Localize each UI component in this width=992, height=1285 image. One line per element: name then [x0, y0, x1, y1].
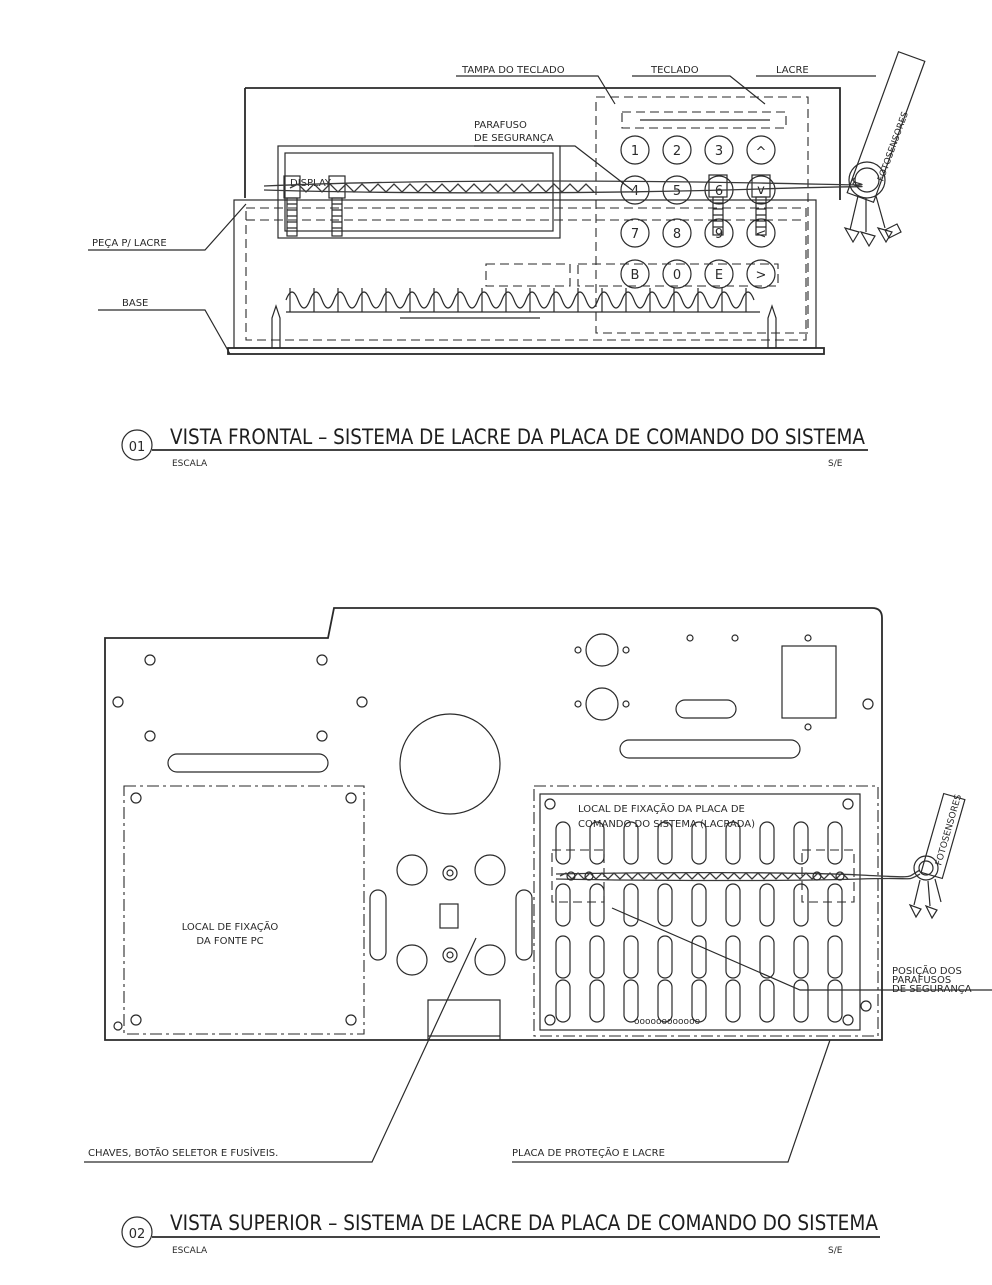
slot: [675, 699, 737, 719]
top-view: LOCAL DE FIXAÇÃO DA FONTE PC: [84, 607, 992, 1256]
label-placa-1: LOCAL DE FIXAÇÃO DA PLACA DE: [578, 802, 745, 815]
label-placa-protecao: PLACA DE PROTEÇÃO E LACRE: [512, 1146, 665, 1159]
psu-area: [123, 785, 365, 1035]
key-right: >: [756, 268, 767, 283]
key-7: 7: [631, 227, 639, 242]
key-3: 3: [715, 144, 723, 159]
connector-holes: [574, 633, 630, 721]
key-1: 1: [631, 144, 639, 159]
connector-slot: [577, 263, 779, 287]
view1-scale-value: S/E: [828, 459, 843, 469]
plate-outline: [104, 607, 883, 1041]
view1-callouts: TAMPA DO TECLADO TECLADO LACRE PARAFUSO …: [88, 65, 876, 355]
slot-vertical: [515, 889, 533, 961]
photosensor: FOTOSENSORES: [843, 50, 926, 248]
label-peca-p-lacre: PEÇA P/ LACRE: [92, 238, 167, 249]
seal-wire-top: [555, 869, 921, 878]
label-posicao-2: PARAFUSOS: [892, 975, 951, 986]
label-tampa-do-teclado: TAMPA DO TECLADO: [461, 65, 565, 76]
key-0: 0: [673, 268, 681, 283]
seal-wire: [263, 181, 863, 194]
label-fonte-1: LOCAL DE FIXAÇÃO: [182, 920, 279, 933]
keypad: 1 2 3 ^ 4 5 6 v 7 8 9 < B 0 E >: [620, 135, 776, 289]
display-window: [284, 152, 554, 232]
label-de-seguranca: DE SEGURANÇA: [474, 133, 554, 144]
component-row: [285, 288, 760, 319]
key-b: B: [631, 268, 640, 283]
label-placa-2: COMANDO DO SISTEMA (LACRADA): [578, 819, 755, 830]
vent-slots: [555, 821, 843, 1023]
fan-hole: [399, 713, 501, 815]
view1-number: 01: [129, 440, 146, 455]
label-fonte-2: DA FONTE PC: [196, 936, 263, 947]
view2-number: 02: [129, 1227, 146, 1242]
keyboard-label-slot: [621, 111, 787, 129]
view2-title-block: 02 VISTA SUPERIOR – SISTEMA DE LACRE DA …: [121, 1211, 880, 1256]
view2-scale-value: S/E: [828, 1246, 843, 1256]
photosensor-label: FOTOSENSORES: [876, 110, 911, 183]
slot: [619, 739, 801, 759]
display-screws: [283, 175, 346, 237]
front-inner-dashed: [245, 207, 807, 341]
front-housing: [244, 87, 841, 200]
view2-scale-label: ESCALA: [172, 1246, 208, 1256]
keypad-screws: [708, 174, 771, 236]
label-parafuso: PARAFUSO: [474, 120, 527, 131]
view2-callouts: LOCAL DE FIXAÇÃO DA PLACA DE COMANDO DO …: [84, 802, 992, 1163]
seal-wire-top: [555, 873, 921, 882]
control-board: [539, 793, 861, 1031]
keyboard-cover: [595, 96, 809, 334]
key-6: 6: [715, 184, 723, 199]
label-base: BASE: [122, 298, 148, 309]
label-posicao-1: POSIÇÃO DOS: [892, 964, 962, 977]
label-posicao-3: DE SEGURANÇA: [892, 984, 972, 995]
view2-title: VISTA SUPERIOR – SISTEMA DE LACRE DA PLA…: [170, 1211, 879, 1235]
label-chaves: CHAVES, BOTÃO SELETOR E FUSÍVEIS.: [88, 1146, 278, 1159]
key-8: 8: [673, 227, 681, 242]
view1-title-block: 01 VISTA FRONTAL – SISTEMA DE LACRE DA P…: [121, 425, 868, 469]
key-up: ^: [756, 145, 767, 160]
switches-fuses: [396, 854, 506, 976]
screw-bracket: [801, 849, 855, 903]
key-e: E: [715, 268, 723, 283]
display-label: DISPLAY: [290, 178, 332, 189]
front-view: DISPLAY 1 2 3 ^ 4 5 6 v 7 8 9 <: [88, 50, 926, 469]
view1-scale-label: ESCALA: [172, 459, 208, 469]
mounting-holes: [112, 634, 874, 1031]
connector-slot: [485, 263, 571, 287]
label-teclado: TECLADO: [650, 65, 699, 76]
slot: [167, 753, 329, 773]
view1-title: VISTA FRONTAL – SISTEMA DE LACRE DA PLAC…: [170, 425, 866, 449]
key-down: v: [757, 183, 765, 198]
rect-cutout: [781, 645, 837, 719]
screw-bracket: [551, 849, 605, 903]
photosensor-top: FOTOSENSORES: [908, 792, 966, 920]
front-base: [227, 347, 825, 355]
front-lower-panel: [233, 199, 817, 349]
seal-wire: [263, 177, 863, 187]
control-board-area: [533, 785, 879, 1037]
bottom-connector: [427, 999, 501, 1040]
standoffs: [271, 304, 777, 348]
key-2: 2: [673, 144, 681, 159]
label-lacre: LACRE: [776, 65, 809, 76]
connector-dots: oooooooooooo: [634, 1017, 701, 1027]
slot-vertical: [369, 889, 387, 961]
